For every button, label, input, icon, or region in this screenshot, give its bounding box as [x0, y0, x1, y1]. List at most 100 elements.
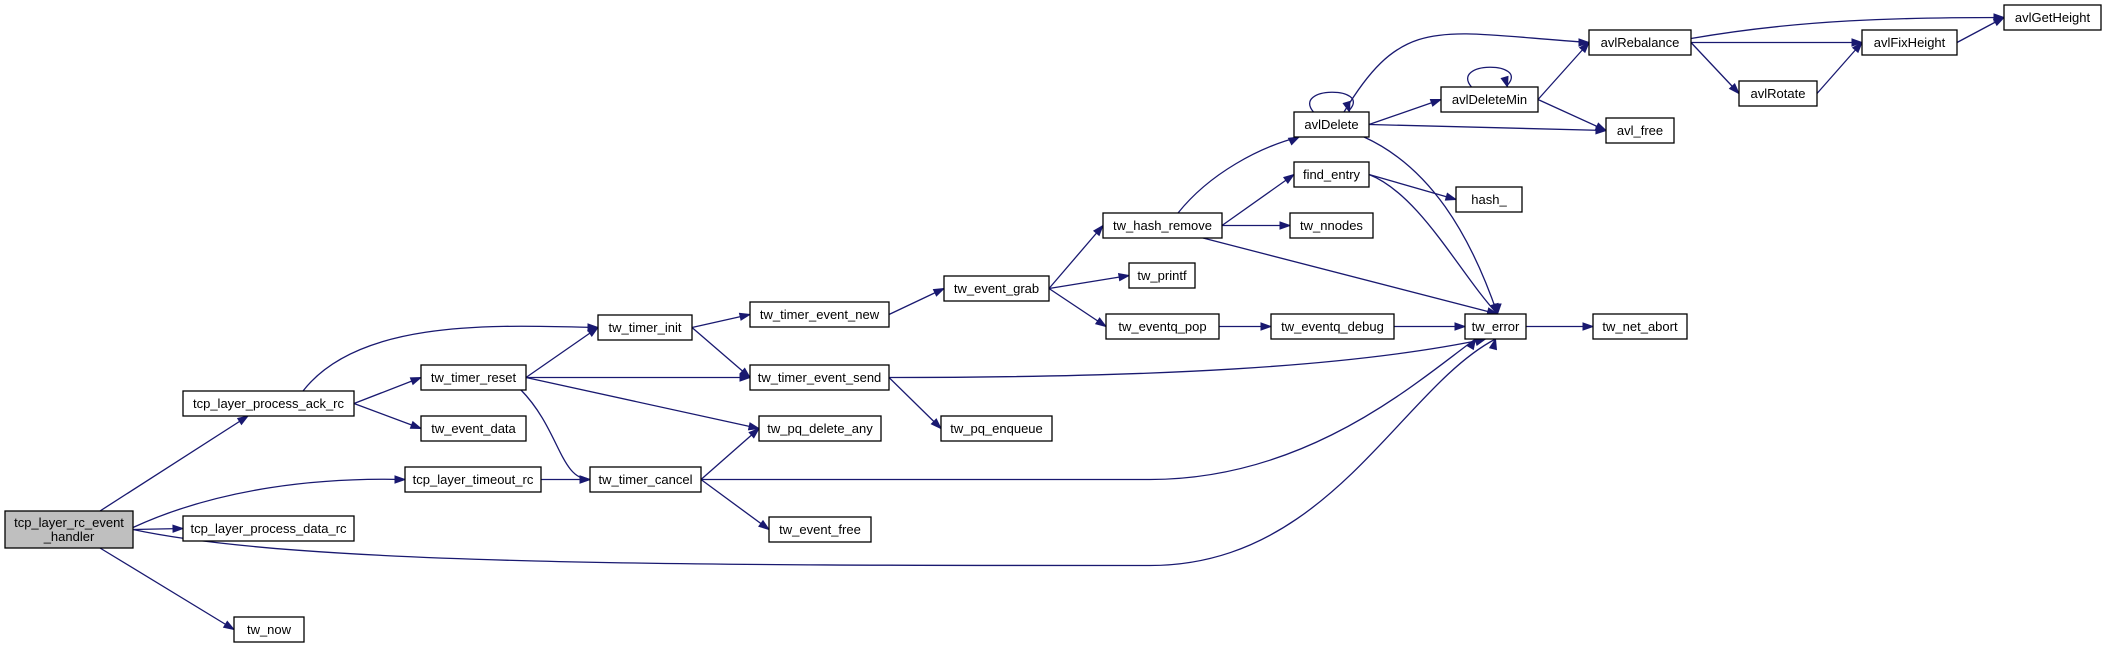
node-box [1861, 29, 1958, 56]
node-eventq-debug[interactable]: tw_eventq_debug [1270, 313, 1395, 340]
node-pq-delete-any[interactable]: tw_pq_delete_any [758, 415, 882, 442]
edge-line [691, 327, 751, 378]
node-avlRotate[interactable]: avlRotate [1738, 80, 1818, 107]
node-avlDelete[interactable]: avlDelete [1293, 111, 1370, 138]
node-label: avl_free [1617, 123, 1663, 138]
node-label: avlFixHeight [1874, 35, 1946, 50]
node-label: tw_eventq_pop [1118, 319, 1206, 334]
node-avlDeleteMin[interactable]: avlDeleteMin [1440, 86, 1539, 113]
node-box [589, 466, 702, 493]
node-event-data[interactable]: tw_event_data [420, 415, 527, 442]
edge-line [700, 338, 1476, 481]
arrow-head [1094, 317, 1108, 328]
node-label: tw_net_abort [1602, 319, 1678, 334]
edge-line [1048, 225, 1104, 289]
arrow-head [1283, 173, 1296, 185]
node-timer-event-send[interactable]: tw_timer_event_send [749, 364, 890, 391]
node-now[interactable]: tw_now [233, 616, 305, 643]
node-box [1102, 212, 1223, 239]
node-timer-init[interactable]: tw_timer_init [597, 314, 693, 341]
edge-avlRotate-to-avlFixHeight [1816, 41, 1864, 94]
node-avl-free[interactable]: avl_free [1605, 117, 1675, 144]
node-avlRebalance[interactable]: avlRebalance [1588, 29, 1692, 56]
edge-event_grab-to-eventq_pop [1048, 287, 1108, 328]
node-label: tw_event_free [779, 522, 861, 537]
node-hash-[interactable]: hash_ [1455, 186, 1523, 213]
node-label: tw_eventq_debug [1281, 319, 1384, 334]
node-timer-cancel[interactable]: tw_timer_cancel [589, 466, 702, 493]
arrow-head [1444, 192, 1458, 201]
node-box [749, 364, 890, 391]
edge-avlFixHeight-to-avlGetHeight [1956, 16, 2006, 44]
edge-line [1537, 98, 1607, 132]
node-label: _handler [43, 529, 95, 544]
edge-avlDeleteMin-to-avlDeleteMin [1467, 66, 1512, 89]
edge-line [888, 338, 1486, 379]
arrow-head [394, 475, 407, 484]
arrow-head [579, 475, 592, 484]
edge-hash_remove-to-avlDelete [1177, 136, 1301, 214]
node-printf[interactable]: tw_printf [1128, 262, 1196, 289]
node-avlFixHeight[interactable]: avlFixHeight [1861, 29, 1958, 56]
node-box [768, 516, 872, 543]
node-root[interactable]: tcp_layer_rc_event_handler [4, 510, 134, 549]
node-box [597, 314, 693, 341]
node-label: tw_pq_enqueue [950, 421, 1043, 436]
node-nnodes[interactable]: tw_nnodes [1289, 212, 1374, 239]
edge-line [1368, 173, 1457, 201]
node-label: tw_hash_remove [1113, 218, 1212, 233]
node-find-entry[interactable]: find_entry [1293, 161, 1370, 188]
arrow-head [1851, 38, 1864, 47]
edge-line [1343, 33, 1590, 113]
arrow-head [1500, 75, 1509, 89]
edge-line [302, 325, 599, 392]
arrow-head [1117, 273, 1131, 282]
node-hash-remove[interactable]: tw_hash_remove [1102, 212, 1223, 239]
node-ack[interactable]: tcp_layer_process_ack_rc [182, 390, 355, 417]
node-box [420, 415, 527, 442]
arrow-head [1578, 38, 1591, 47]
arrow-head [1851, 41, 1864, 54]
node-box [1738, 80, 1818, 107]
node-timer-event-new[interactable]: tw_timer_event_new [749, 301, 890, 328]
node-box [1592, 313, 1688, 340]
arrow-head [172, 524, 185, 533]
node-label: tw_nnodes [1300, 218, 1363, 233]
edge-avlDelete-to-avlDeleteMin [1368, 98, 1443, 126]
node-error[interactable]: tw_error [1464, 313, 1527, 340]
node-avlGetHeight[interactable]: avlGetHeight [2003, 4, 2102, 31]
node-timer-reset[interactable]: tw_timer_reset [420, 364, 527, 391]
edge-event_grab-to-printf [1048, 273, 1131, 290]
node-box [1289, 212, 1374, 239]
node-box [940, 415, 1053, 442]
node-timeout[interactable]: tcp_layer_timeout_rc [404, 466, 542, 493]
edge-avlRebalance-to-avlFixHeight [1691, 38, 1864, 47]
arrow-head [1992, 16, 2006, 27]
edge-line [132, 478, 406, 529]
node-box [1128, 262, 1196, 289]
edge-line [353, 376, 422, 405]
edge-line [1690, 42, 1740, 94]
edge-line [1537, 42, 1590, 100]
edge-event_grab-to-hash_remove [1048, 224, 1104, 289]
node-event-free[interactable]: tw_event_free [768, 516, 872, 543]
arrow-head [1429, 98, 1443, 107]
node-eventq-pop[interactable]: tw_eventq_pop [1105, 313, 1220, 340]
node-pq-enqueue[interactable]: tw_pq_enqueue [940, 415, 1053, 442]
node-label: tw_now [247, 622, 292, 637]
node-box [1605, 117, 1675, 144]
arrow-head [1466, 337, 1477, 351]
node-event-grab[interactable]: tw_event_grab [943, 275, 1050, 302]
edge-line [700, 478, 770, 531]
arrow-head [409, 420, 423, 430]
node-box [1105, 313, 1220, 340]
node-label: find_entry [1303, 167, 1361, 182]
edge-line [525, 376, 760, 430]
node-net-abort[interactable]: tw_net_abort [1592, 313, 1688, 340]
edge-line [1368, 98, 1442, 126]
node-label: avlDelete [1304, 117, 1358, 132]
node-data-rc[interactable]: tcp_layer_process_data_rc [182, 515, 355, 542]
edge-eventq_debug-to-error [1394, 322, 1467, 331]
edge-avlDeleteMin-to-avlRebalance [1537, 41, 1591, 100]
node-label: tw_event_grab [954, 281, 1039, 296]
